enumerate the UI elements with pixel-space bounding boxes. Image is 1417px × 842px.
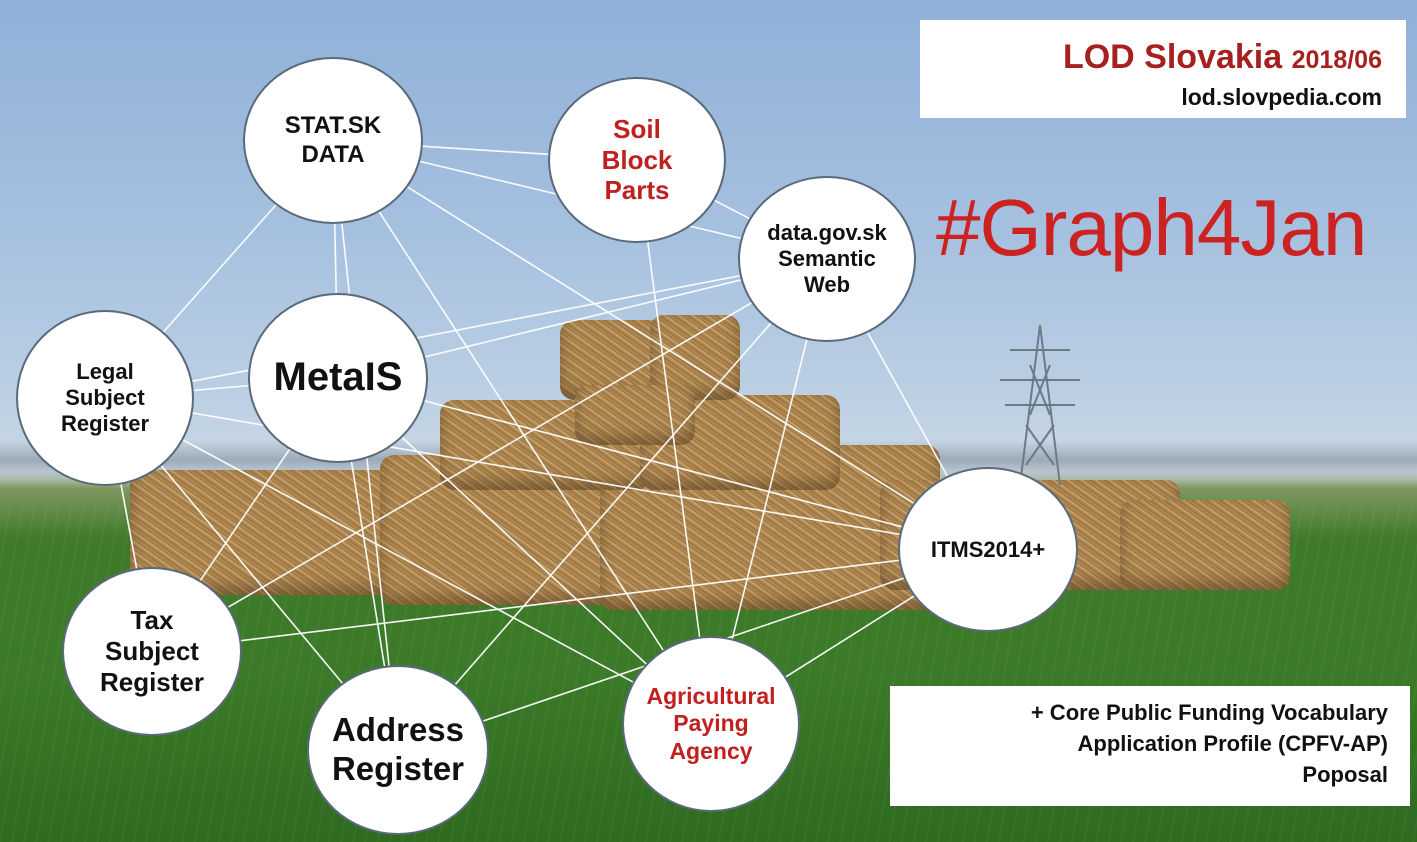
node-legal-subject-register[interactable]: Legal Subject Register bbox=[16, 310, 194, 486]
header-box: LOD Slovakia 2018/06 lod.slovpedia.com bbox=[920, 20, 1406, 118]
node-tax-subject-register[interactable]: Tax Subject Register bbox=[62, 567, 242, 736]
edge-legal-agri bbox=[104, 397, 712, 725]
edge-datagov-legal bbox=[104, 258, 828, 399]
edge-stat-agri bbox=[332, 140, 712, 725]
edge-tax-itms bbox=[151, 548, 989, 653]
node-data-gov-sk-semantic-web[interactable]: data.gov.sk Semantic Web bbox=[738, 176, 916, 342]
node-stat-sk-data[interactable]: STAT.SK DATA bbox=[243, 57, 423, 224]
node-itms2014[interactable]: ITMS2014+ bbox=[898, 467, 1078, 632]
note-line-2: Application Profile (CPFV-AP) bbox=[1077, 730, 1388, 756]
node-soil-block-parts[interactable]: Soil Block Parts bbox=[548, 77, 726, 243]
note-line-1: + Core Public Funding Vocabulary bbox=[1030, 700, 1388, 725]
note-line-3: Poposal bbox=[1302, 761, 1388, 787]
header-year: 2018/06 bbox=[1291, 46, 1382, 74]
note-box: + Core Public Funding Vocabulary Applica… bbox=[890, 686, 1410, 806]
node-agricultural-paying-agency[interactable]: Agricultural Paying Agency bbox=[622, 636, 800, 812]
header-title-text: LOD Slovakia bbox=[1062, 38, 1283, 76]
edge-datagov-address bbox=[397, 258, 828, 751]
power-pylon bbox=[1000, 325, 1080, 485]
hashtag-title: #Graph4Jan bbox=[936, 183, 1367, 272]
node-metais[interactable]: MetaIS bbox=[248, 293, 428, 463]
node-address-register[interactable]: Address Register bbox=[307, 665, 489, 835]
edge-legal-itms bbox=[104, 397, 989, 551]
edge-soil-agri bbox=[636, 159, 712, 725]
header-url[interactable]: lod.slovpedia.com bbox=[1181, 84, 1382, 110]
header-title: LOD Slovakia 2018/06 bbox=[1063, 38, 1382, 77]
edge-metais-itms bbox=[337, 377, 989, 551]
edge-datagov-tax bbox=[151, 258, 828, 653]
